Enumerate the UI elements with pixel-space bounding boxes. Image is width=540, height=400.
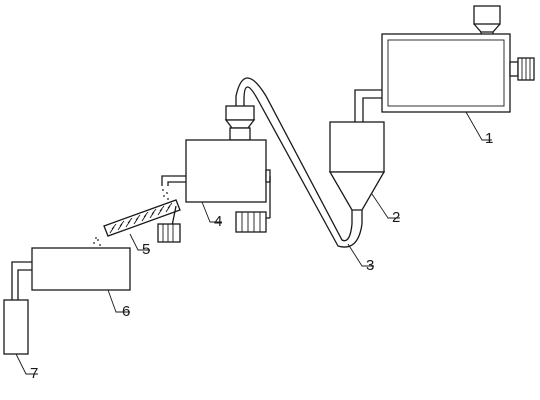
label-6: 6 [122, 303, 130, 320]
leader-lines [15, 111, 492, 375]
equipment-3-pipe [235, 77, 363, 248]
duct-1-to-2 [354, 89, 382, 122]
equipment-2-cyclone [328, 121, 386, 224]
label-3: 3 [366, 257, 374, 274]
motor-5 [157, 223, 181, 243]
equipment-1-dryer [381, 5, 535, 113]
label-7: 7 [30, 365, 38, 382]
label-4: 4 [214, 213, 222, 230]
label-1: 1 [485, 130, 493, 147]
feed-hopper [473, 5, 501, 25]
hopper-4 [224, 105, 256, 141]
equipment-7-collector [3, 299, 29, 355]
equipment-4-tank [161, 139, 271, 233]
equipment-6-tank [11, 247, 131, 300]
label-2: 2 [392, 209, 400, 226]
label-5: 5 [142, 241, 150, 258]
equipment-5-screw-conveyor [93, 199, 181, 246]
motor-4 [235, 211, 267, 233]
